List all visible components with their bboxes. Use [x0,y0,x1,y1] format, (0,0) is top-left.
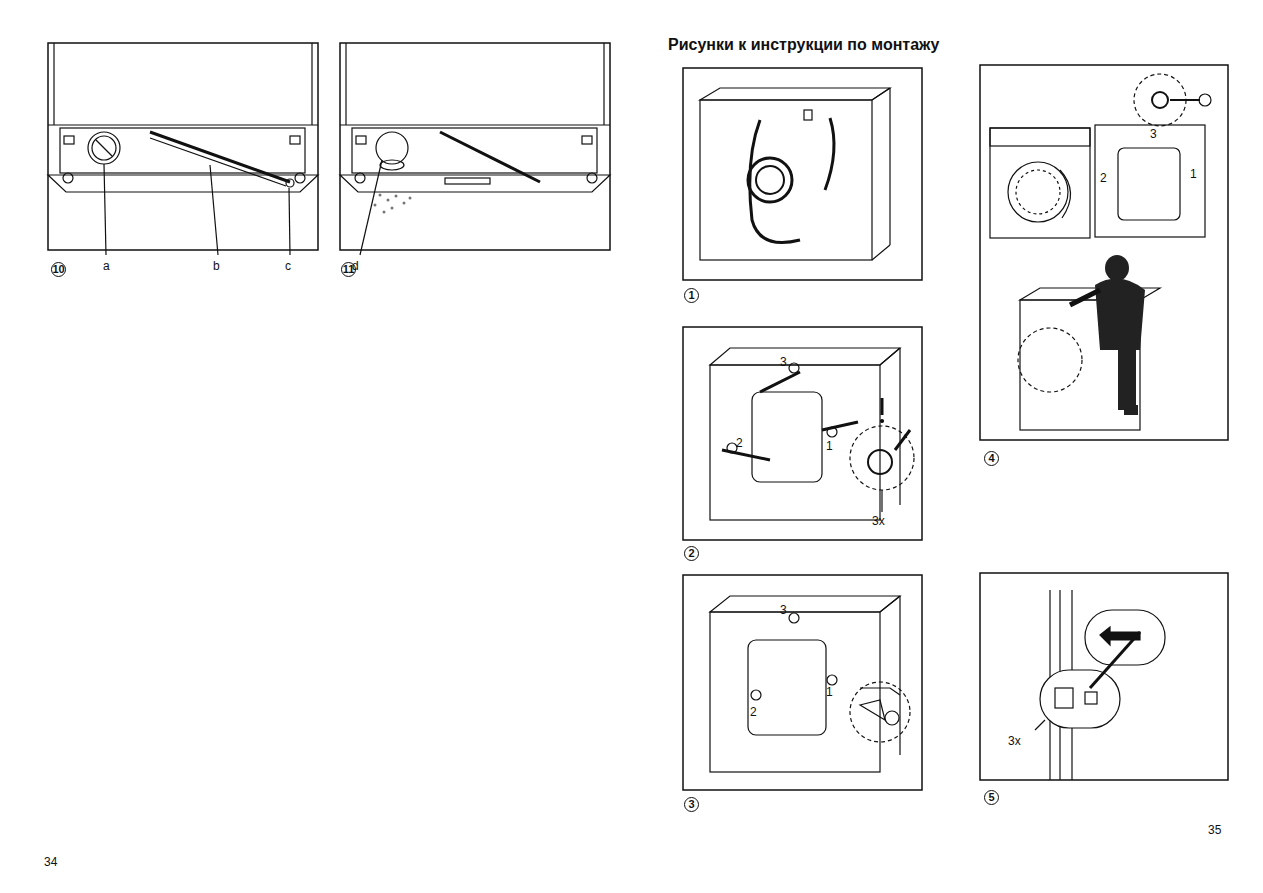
callout-number: b [213,260,220,272]
callout-number: 3 [780,356,787,368]
callout-number: 2 [736,437,743,449]
callout-number: 2 [1100,172,1107,184]
figure-number: 2 [684,546,699,561]
page-title: Рисунки к инструкции по монтажу [668,36,939,54]
callout-number: a [103,260,110,272]
figure-number: 11 [341,262,356,277]
figure-number: 4 [984,451,999,466]
callout-number: 3 [1150,128,1157,140]
figure-number: 10 [51,262,66,277]
figure-number: 3 [684,797,699,812]
page-number: 35 [1208,824,1221,836]
callout-number: 3x [872,515,885,527]
figure-number: 1 [684,288,699,303]
figure-number: 5 [984,790,999,805]
callout-number: 1 [826,440,833,452]
page-number: 34 [44,856,57,868]
callout-number: 2 [750,706,757,718]
callout-number: c [285,260,291,272]
callout-number: 1 [1190,168,1197,180]
callout-number: 1 [826,686,833,698]
callout-number: 3x [1008,735,1021,747]
callout-number: 3 [780,604,787,616]
